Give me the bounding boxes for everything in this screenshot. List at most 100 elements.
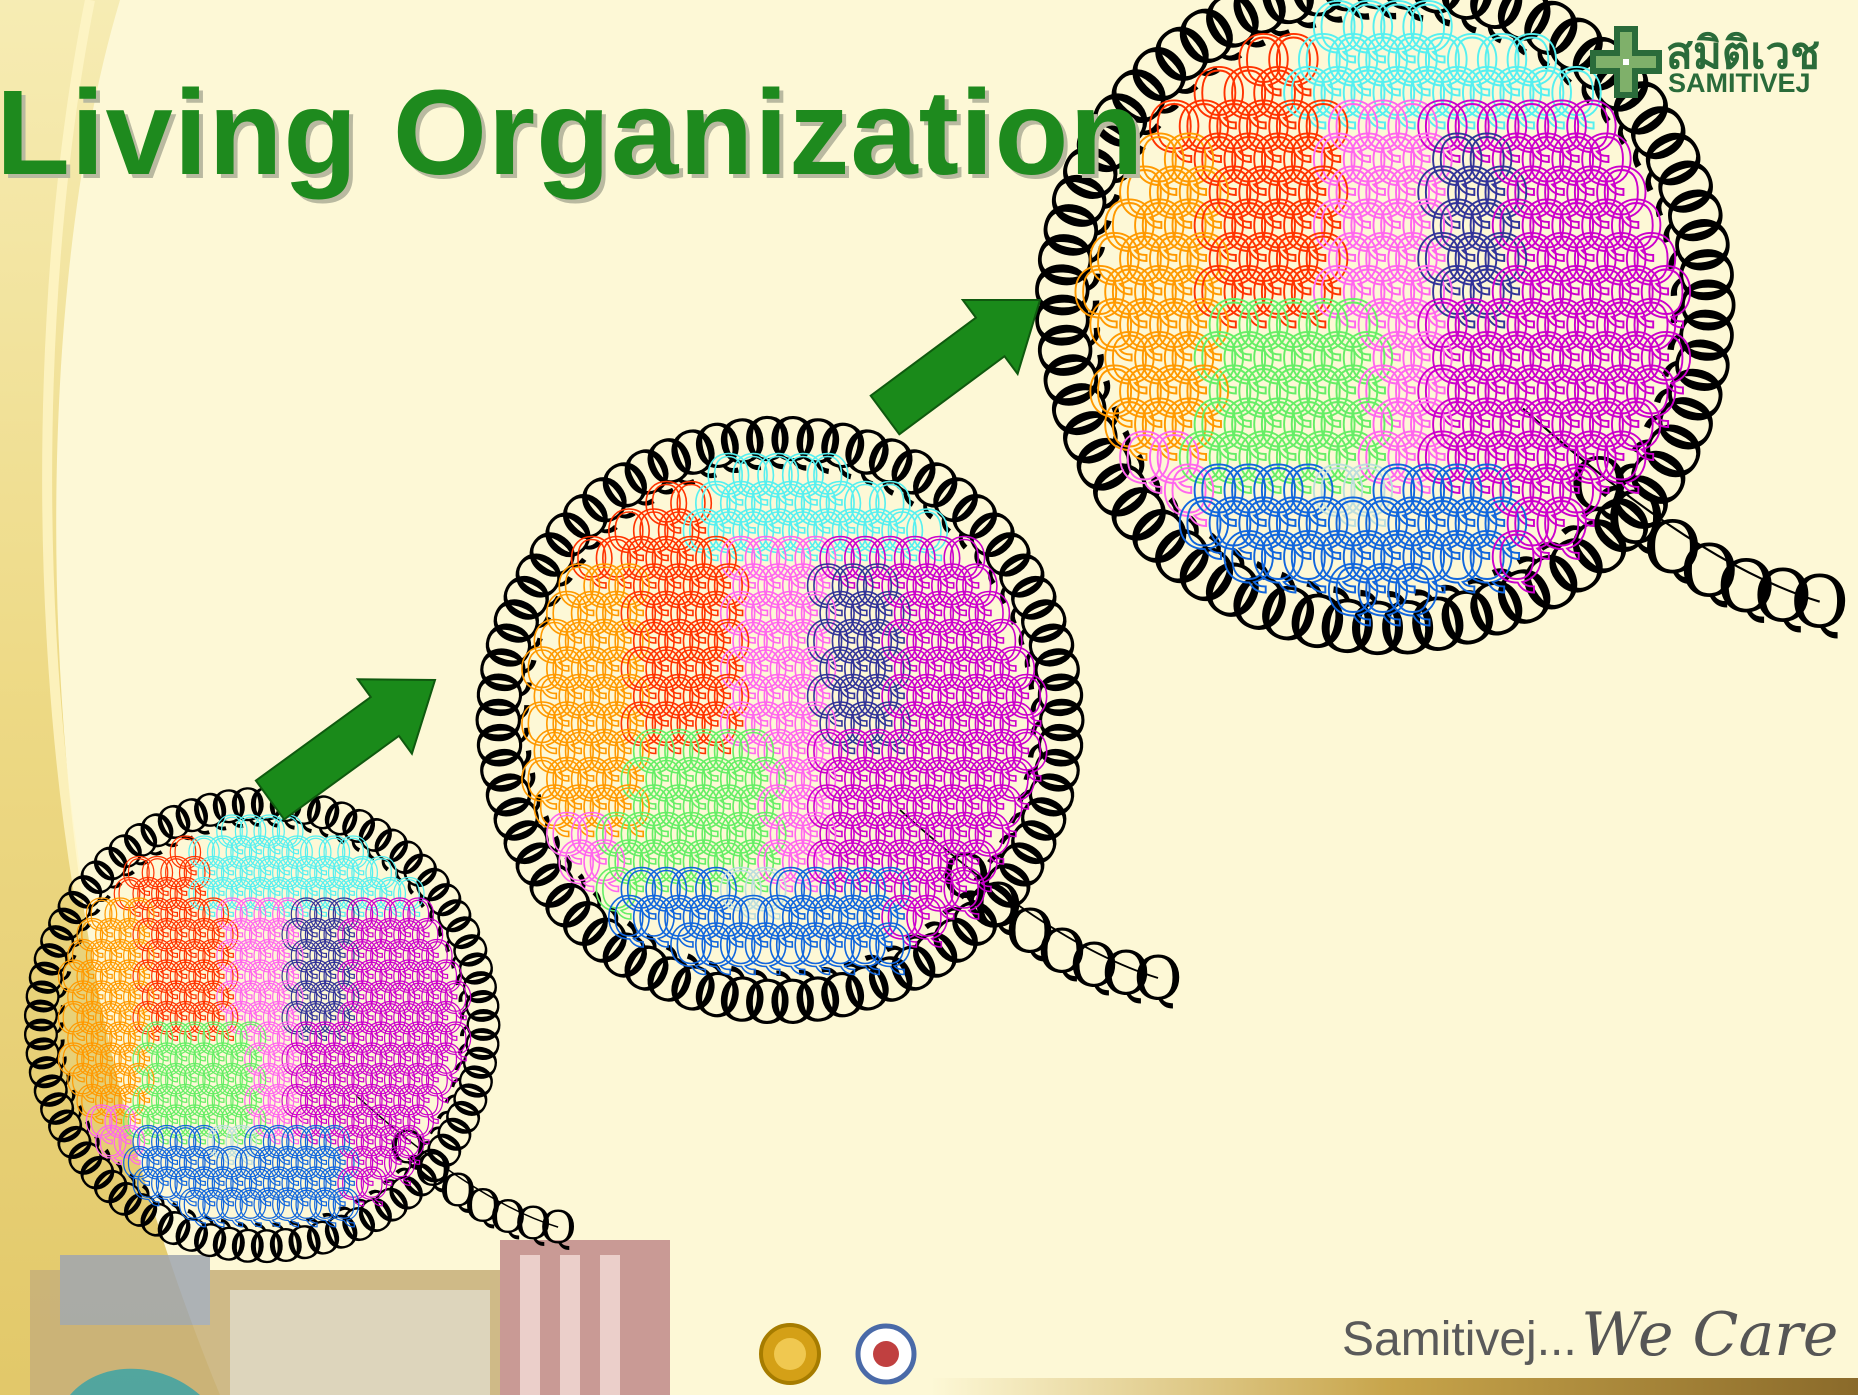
outline-glyph: Q	[207, 1214, 251, 1272]
glyph-orange: Q	[121, 891, 156, 941]
glyph-orange: Q	[84, 891, 119, 941]
glyph-light-green: Q	[233, 1015, 268, 1065]
glyph-purple: Q	[410, 953, 445, 1003]
glyph-blue: Q	[186, 1119, 221, 1169]
glyph-cyan: Q	[391, 870, 426, 920]
glyph-blue: Q	[159, 1139, 194, 1189]
glyph-purple: Q	[280, 1036, 315, 1086]
outline-glyph: Q	[741, 404, 793, 476]
glyph-cyan: Q	[335, 829, 370, 879]
glyph-purple: Q	[953, 720, 1000, 786]
glyph-blue: Q	[196, 1139, 231, 1189]
glyph-purple: Q	[991, 693, 1038, 759]
glyph-red: Q	[618, 527, 665, 593]
glyph-purple: Q	[966, 637, 1013, 703]
glyph-blue: Q	[233, 1181, 268, 1231]
glyph-orange: Q	[606, 610, 653, 676]
glyph-orange: Q	[121, 932, 156, 982]
glyph-red: Q	[140, 850, 175, 900]
glyph-orange: Q	[581, 665, 628, 731]
glyph-blue: Q	[270, 1139, 305, 1189]
outline-glyph: Q	[248, 1218, 286, 1272]
glyph-light-green: Q	[205, 1077, 240, 1127]
glyph-purple: Q	[866, 527, 913, 593]
glyph-pink: Q	[261, 912, 296, 962]
glyph-pink: Q	[792, 693, 839, 759]
glyph-blue: Q	[177, 1139, 212, 1189]
glyph-purple: Q	[1003, 665, 1050, 731]
glyph-purple: Q	[298, 1036, 333, 1086]
glyph-red: Q	[196, 932, 231, 982]
glyph-orange: Q	[56, 994, 91, 1044]
glyph-orange: Q	[93, 912, 128, 962]
glyph-light-green: Q	[224, 1077, 259, 1127]
glyph-navy: Q	[817, 582, 864, 648]
glyph-light-green: Q	[214, 1057, 249, 1107]
glyph-light-green: Q	[233, 1057, 268, 1107]
left-swoosh	[0, 0, 220, 1395]
glyph-pink: Q	[780, 610, 827, 676]
logo-english-text: SAMITIVEJ	[1668, 68, 1811, 98]
glyph-cyan: Q	[270, 850, 305, 900]
glyph-pink: Q	[233, 891, 268, 941]
glyph-orange: Q	[75, 953, 110, 1003]
glyph-pink: Q	[242, 1036, 277, 1086]
glyph-orange: Q	[556, 555, 603, 621]
glyph-purple: Q	[345, 932, 380, 982]
glyph-pink: Q	[767, 637, 814, 703]
glyph-light-blue: Q	[224, 1119, 259, 1169]
glyph-blue: Q	[177, 1181, 212, 1231]
glyph-pink: Q	[755, 555, 802, 621]
glyph-purple: Q	[817, 527, 864, 593]
left-swoosh-highlight	[42, 0, 95, 901]
glyph-blue: Q	[289, 1139, 324, 1189]
glyph-light-green: Q	[196, 1015, 231, 1065]
glyph-light-green: Q	[159, 1057, 194, 1107]
glyph-red: Q	[655, 610, 702, 676]
glyph-navy: Q	[829, 665, 876, 731]
outline-glyph: Q	[466, 640, 544, 701]
glyph-red: Q	[643, 472, 690, 538]
glyph-navy: Q	[289, 932, 324, 982]
glyph-cyan: Q	[680, 499, 727, 565]
glyph-pink: Q	[767, 582, 814, 648]
glyph-purple: Q	[401, 891, 436, 941]
glyph-red: Q	[121, 850, 156, 900]
glyph-purple: Q	[410, 912, 445, 962]
glyph-orange: Q	[84, 1057, 119, 1107]
glyph-purple: Q	[978, 610, 1025, 676]
glyph-pink: Q	[93, 1119, 128, 1169]
glyph-pink: Q	[261, 953, 296, 1003]
glyph-purple: Q	[354, 1160, 389, 1210]
glyph-purple: Q	[916, 527, 963, 593]
glyph-pink: Q	[224, 912, 259, 962]
glyph-purple: Q	[289, 1057, 324, 1107]
glyph-pink: Q	[242, 953, 277, 1003]
bottom-bar	[930, 1378, 1858, 1395]
outline-glyph: Q	[456, 1007, 509, 1044]
glyph-purple: Q	[345, 1057, 380, 1107]
glyph-cyan: Q	[261, 829, 296, 879]
glyph-purple: Q	[363, 974, 398, 1024]
glyph-purple: Q	[382, 974, 417, 1024]
glyph-cyan: Q	[242, 870, 277, 920]
glyph-red: Q	[668, 472, 715, 538]
glyph-purple: Q	[335, 1077, 370, 1127]
glyph-navy: Q	[326, 974, 361, 1024]
glyph-blue: Q	[214, 1181, 249, 1231]
glyph-purple: Q	[335, 994, 370, 1044]
glyph-blue: Q	[289, 1181, 324, 1231]
glyph-purple: Q	[335, 912, 370, 962]
glyph-pink: Q	[717, 582, 764, 648]
glyph-purple: Q	[966, 693, 1013, 759]
glyph-light-green: Q	[140, 1098, 175, 1148]
glyph-cyan: Q	[252, 850, 287, 900]
glyph-navy: Q	[298, 912, 333, 962]
glyph-red: Q	[655, 555, 702, 621]
glyph-purple: Q	[879, 610, 926, 676]
glyph-navy: Q	[842, 582, 889, 648]
glyph-red: Q	[177, 891, 212, 941]
glyph-purple: Q	[429, 1036, 464, 1086]
glyph-pink: Q	[242, 994, 277, 1044]
tail-glyph: Q	[439, 1164, 476, 1217]
